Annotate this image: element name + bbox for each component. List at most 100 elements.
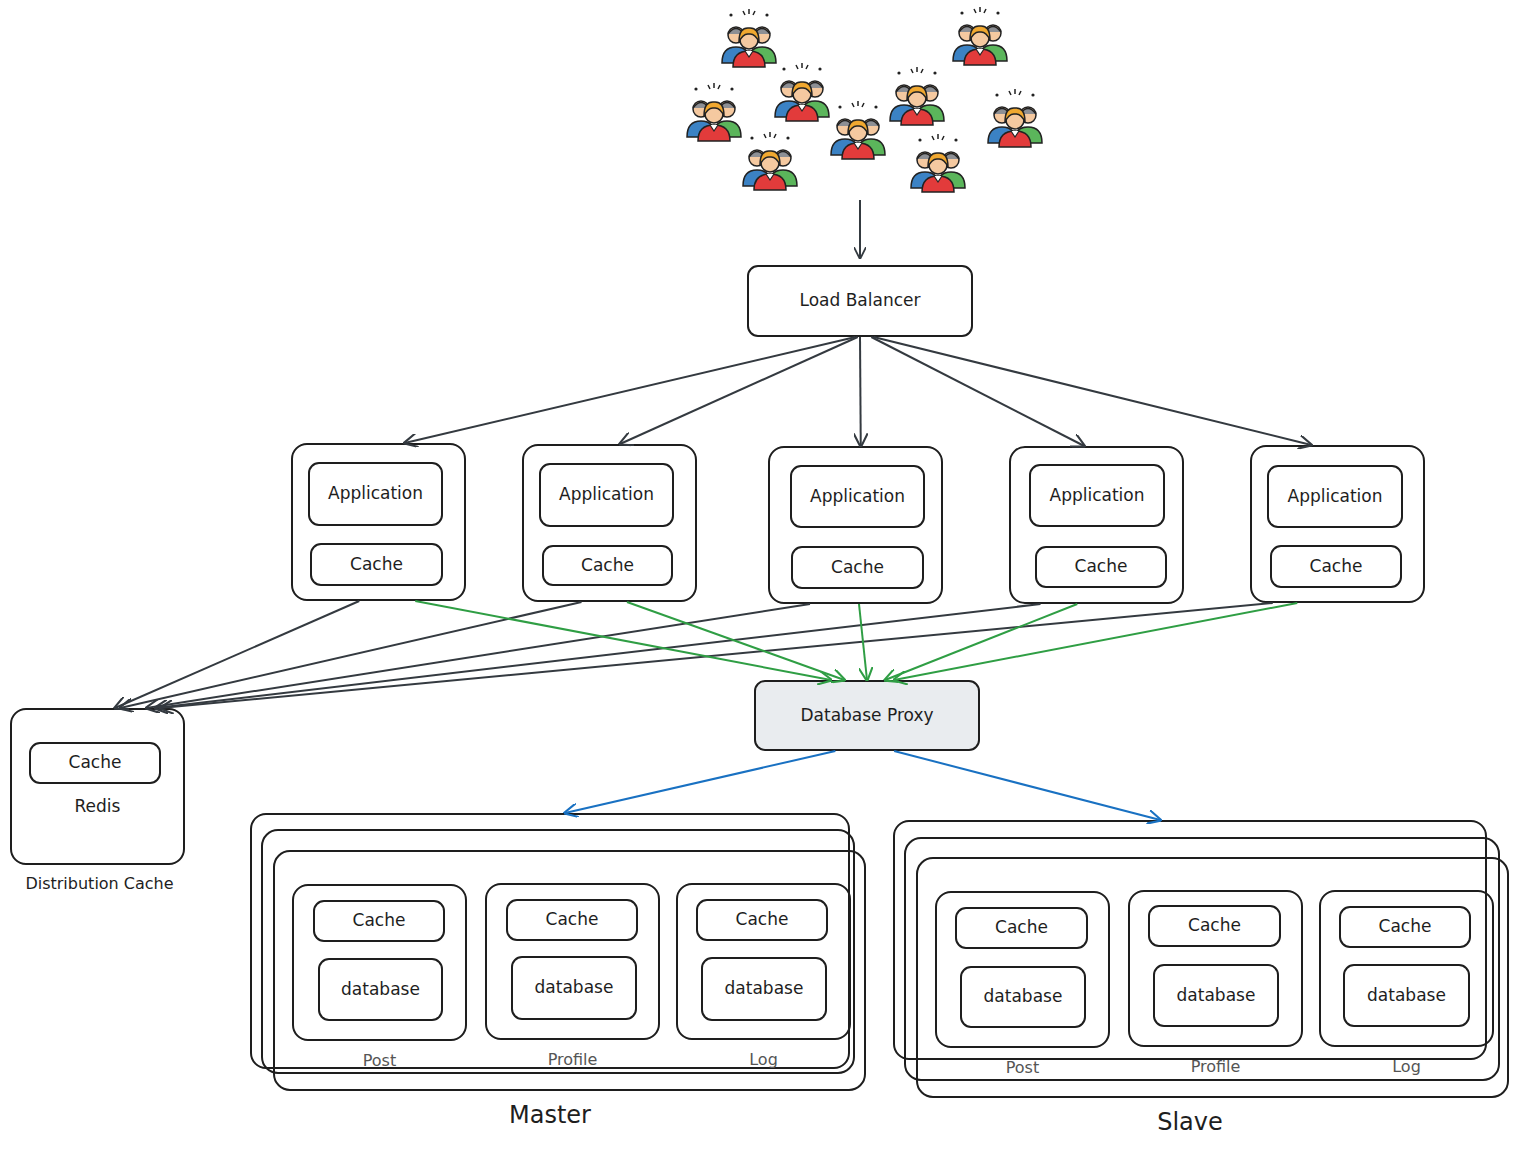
node-label: Cache <box>1037 548 1165 586</box>
component-box: Cache <box>1270 545 1402 588</box>
node-label: Distribution Cache <box>0 870 201 898</box>
node-label: Cache <box>1150 907 1279 945</box>
component-box: Application <box>1267 465 1403 528</box>
component-box: Application <box>790 465 925 528</box>
shard-box: ProfileCachedatabase <box>485 883 660 1040</box>
node-label: Cache <box>312 545 441 584</box>
shard-box: ProfileCachedatabase <box>1128 890 1303 1047</box>
connector-arrow <box>859 604 867 680</box>
proxy-box: Database Proxy <box>754 680 980 751</box>
connector-arrow <box>620 337 858 444</box>
component-box: Cache <box>696 899 828 941</box>
component-box: database <box>960 966 1086 1028</box>
component-box: Cache <box>542 545 673 586</box>
node-label: Cache <box>1272 547 1400 586</box>
connector-arrow <box>155 604 1040 708</box>
component-box: Cache <box>1148 905 1281 947</box>
connector-arrow <box>859 337 862 446</box>
server-box: ApplicationCache <box>1250 445 1425 603</box>
stack-outline <box>274 851 865 1090</box>
connector-arrow <box>120 602 581 708</box>
node-label: Post <box>294 1048 465 1074</box>
node-label: Cache <box>698 901 826 939</box>
shard-box: LogCachedatabase <box>676 883 851 1040</box>
node-label: Master <box>252 1099 848 1133</box>
connector-arrow <box>871 337 1084 446</box>
connector-arrow <box>894 751 1160 820</box>
connector-arrow <box>565 751 835 813</box>
shard-box: PostCachedatabase <box>292 884 467 1041</box>
node-label: Cache <box>31 744 159 782</box>
stack-outline <box>905 838 1499 1080</box>
node-label: Application <box>1269 467 1401 526</box>
user-group-icon <box>953 7 1007 65</box>
component-box: Cache <box>29 742 161 784</box>
server-box: ApplicationCache <box>522 444 697 602</box>
stack-outline <box>917 858 1508 1097</box>
node-label: Cache <box>315 902 443 940</box>
node-label: database <box>1155 966 1277 1025</box>
redis-box: RedisDistribution CacheCache <box>10 708 185 865</box>
node-label: Application <box>1031 466 1163 525</box>
user-group-icon <box>890 67 944 125</box>
connector-arrow <box>885 604 1077 680</box>
node-label: Profile <box>487 1047 658 1073</box>
shard-box: LogCachedatabase <box>1319 890 1494 1047</box>
node-label: Slave <box>895 1106 1485 1140</box>
server-box: ApplicationCache <box>291 443 466 601</box>
node-label: Application <box>792 467 923 526</box>
database-cluster: MasterPostCachedatabaseProfileCachedatab… <box>250 813 850 1069</box>
shard-box: PostCachedatabase <box>935 891 1110 1048</box>
node-label: Database Proxy <box>756 682 978 749</box>
component-box: database <box>318 958 443 1021</box>
server-box: ApplicationCache <box>768 446 943 604</box>
component-box: Cache <box>1339 906 1471 948</box>
component-box: Cache <box>313 900 445 942</box>
component-box: Cache <box>1035 546 1167 588</box>
user-group-icon <box>687 83 741 141</box>
node-label: database <box>703 959 825 1019</box>
node-label: Load Balancer <box>749 267 971 335</box>
node-label: Application <box>310 464 441 524</box>
user-group-icon <box>722 9 776 67</box>
user-group-icon <box>743 132 797 190</box>
user-group-icon <box>831 101 885 159</box>
connector-arrow <box>894 603 1297 680</box>
node-label: Application <box>541 465 672 525</box>
connector-arrow <box>874 337 1312 445</box>
node-label: Cache <box>957 909 1086 947</box>
node-label: Redis <box>12 790 183 824</box>
component-box: Application <box>308 462 443 526</box>
node-label: Cache <box>793 548 922 587</box>
node-label: Cache <box>1341 908 1469 946</box>
component-box: database <box>1153 964 1279 1027</box>
node-label: Profile <box>1130 1054 1301 1080</box>
component-box: database <box>511 956 637 1020</box>
node-label: Cache <box>544 547 671 584</box>
connector-arrow <box>415 601 831 680</box>
user-group-icon <box>775 63 829 121</box>
component-box: Application <box>1029 464 1165 527</box>
user-group-icon <box>911 134 965 192</box>
connector-arrow <box>115 601 359 708</box>
component-box: database <box>1343 964 1470 1027</box>
node-label: Log <box>1321 1054 1492 1080</box>
component-box: Cache <box>791 546 924 589</box>
node-label: Post <box>937 1055 1108 1081</box>
component-box: Application <box>539 463 674 527</box>
database-cluster: SlavePostCachedatabaseProfileCachedataba… <box>893 820 1487 1060</box>
node-label: Log <box>678 1047 849 1073</box>
load-balancer-box: Load Balancer <box>747 265 973 337</box>
user-arrow <box>859 200 861 258</box>
user-crowd <box>687 7 1042 192</box>
node-label: database <box>513 958 635 1018</box>
connector-arrow <box>161 603 1273 708</box>
component-box: Cache <box>506 899 638 941</box>
component-box: Cache <box>310 543 443 586</box>
connector-arrow <box>147 604 811 708</box>
node-label: database <box>320 960 441 1019</box>
node-label: Cache <box>508 901 636 939</box>
connector-arrow <box>405 337 856 443</box>
